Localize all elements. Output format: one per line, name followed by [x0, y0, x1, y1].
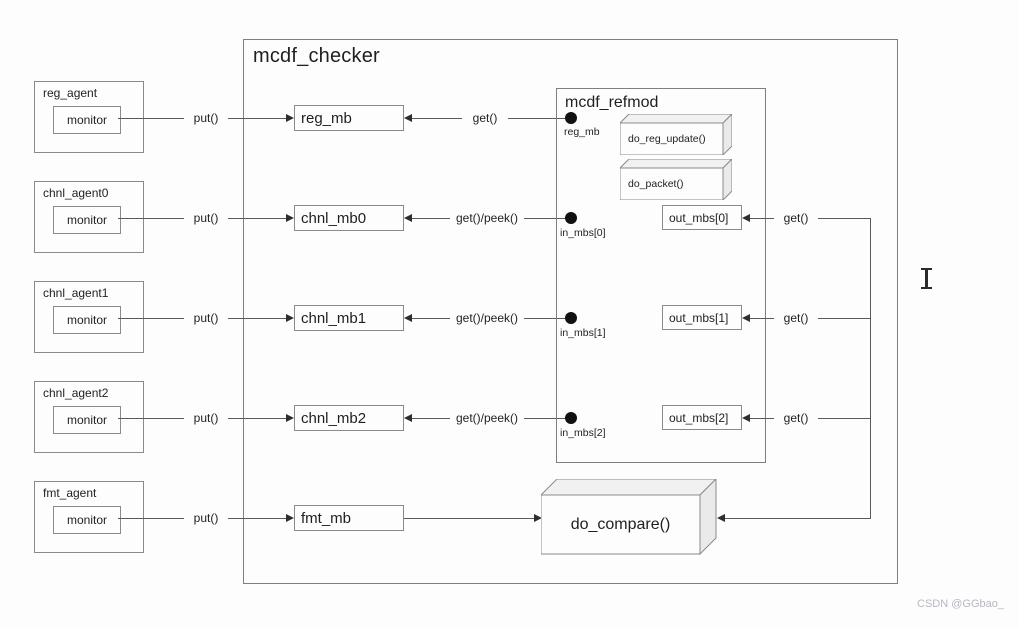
- put-label: put(): [184, 510, 228, 526]
- port-label-reg-mb: reg_mb: [564, 126, 600, 138]
- mcdf-checker-title: mcdf_checker: [253, 45, 380, 67]
- put-label: put(): [184, 410, 228, 426]
- mcdf-refmod-frame: [556, 88, 766, 463]
- arrowhead-left-icon: [404, 214, 412, 222]
- agent-title: chnl_agent2: [43, 386, 109, 400]
- arrowhead-left-icon: [717, 514, 725, 522]
- arrowhead-left-icon: [404, 114, 412, 122]
- get-peek-label: get()/peek(): [450, 210, 524, 226]
- mailbox-chnl-mb0: chnl_mb0: [294, 205, 404, 231]
- agent-box-chnl2: chnl_agent2 monitor: [34, 381, 144, 453]
- arrowhead-left-icon: [404, 314, 412, 322]
- mailbox-chnl-mb1: chnl_mb1: [294, 305, 404, 331]
- mailbox-reg-mb: reg_mb: [294, 105, 404, 131]
- flow-line: [725, 518, 871, 519]
- monitor-box: monitor: [53, 306, 121, 334]
- port-dot-in-mbs-0: [565, 212, 577, 224]
- agent-title: chnl_agent1: [43, 286, 109, 300]
- arrowhead-right-icon: [286, 214, 294, 222]
- arrowhead-left-icon: [742, 214, 750, 222]
- cube-do-packet: do_packet(): [620, 159, 732, 200]
- arrowhead-left-icon: [404, 414, 412, 422]
- get-label: get(): [774, 310, 818, 326]
- mailbox-fmt-mb: fmt_mb: [294, 505, 404, 531]
- function-label: do_reg_update(): [628, 133, 706, 145]
- flow-line: [404, 518, 534, 519]
- cube-shape: [541, 479, 717, 555]
- arrowhead-left-icon: [742, 314, 750, 322]
- arrowhead-right-icon: [286, 314, 294, 322]
- arrowhead-right-icon: [534, 514, 542, 522]
- text-cursor-icon: [920, 268, 934, 291]
- agent-box-reg: reg_agent monitor: [34, 81, 144, 153]
- port-label-in-mbs-1: in_mbs[1]: [560, 327, 606, 339]
- arrowhead-right-icon: [286, 414, 294, 422]
- put-label: put(): [184, 210, 228, 226]
- monitor-box: monitor: [53, 506, 121, 534]
- port-dot-in-mbs-2: [565, 412, 577, 424]
- arrowhead-left-icon: [742, 414, 750, 422]
- get-peek-label: get()/peek(): [450, 410, 524, 426]
- arrowhead-right-icon: [286, 514, 294, 522]
- put-label: put(): [184, 110, 228, 126]
- agent-box-chnl1: chnl_agent1 monitor: [34, 281, 144, 353]
- agent-title: fmt_agent: [43, 486, 97, 500]
- cube-do-compare: do_compare(): [541, 479, 717, 555]
- get-label: get(): [462, 110, 508, 126]
- get-label: get(): [774, 410, 818, 426]
- out-mbs-0-box: out_mbs[0]: [662, 205, 742, 230]
- port-label-in-mbs-0: in_mbs[0]: [560, 227, 606, 239]
- out-mbs-1-box: out_mbs[1]: [662, 305, 742, 330]
- mcdf-checker-frame: [243, 39, 898, 584]
- get-peek-label: get()/peek(): [450, 310, 524, 326]
- get-label: get(): [774, 210, 818, 226]
- port-dot-in-mbs-1: [565, 312, 577, 324]
- monitor-box: monitor: [53, 106, 121, 134]
- put-label: put(): [184, 310, 228, 326]
- agent-box-fmt: fmt_agent monitor: [34, 481, 144, 553]
- mcdf-refmod-title: mcdf_refmod: [565, 94, 659, 111]
- monitor-box: monitor: [53, 206, 121, 234]
- port-label-in-mbs-2: in_mbs[2]: [560, 427, 606, 439]
- mailbox-chnl-mb2: chnl_mb2: [294, 405, 404, 431]
- cube-do-reg-update: do_reg_update(): [620, 114, 732, 155]
- port-dot-reg-mb: [565, 112, 577, 124]
- arrowhead-right-icon: [286, 114, 294, 122]
- agent-title: reg_agent: [43, 86, 98, 100]
- cube-shape: [620, 159, 732, 200]
- monitor-box: monitor: [53, 406, 121, 434]
- agent-title: chnl_agent0: [43, 186, 109, 200]
- collector-line: [870, 218, 871, 518]
- agent-box-chnl0: chnl_agent0 monitor: [34, 181, 144, 253]
- function-label: do_packet(): [628, 178, 684, 190]
- cube-shape: [620, 114, 732, 155]
- do-compare-label: do_compare(): [570, 515, 671, 533]
- watermark: CSDN @GGbao_: [917, 598, 1004, 610]
- out-mbs-2-box: out_mbs[2]: [662, 405, 742, 430]
